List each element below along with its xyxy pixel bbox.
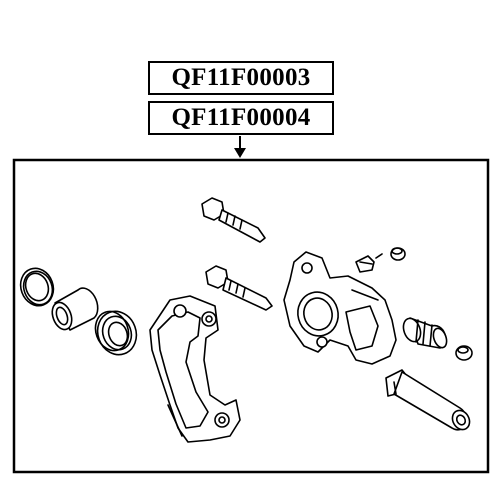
- caliper-mounting-bracket: [149, 295, 241, 443]
- small-plug: [455, 345, 473, 361]
- piston-seal: [94, 310, 138, 356]
- down-arrow-icon: [234, 136, 246, 158]
- guide-pin-bolt-upper: [201, 197, 266, 243]
- slide-pin: [385, 369, 471, 431]
- diagram-frame: [12, 158, 490, 474]
- bleeder-cap: [390, 247, 406, 261]
- bleeder-screw: [355, 253, 383, 273]
- guide-pin-boot: [402, 317, 448, 349]
- guide-pin-bolt-lower: [205, 265, 273, 311]
- caliper-piston: [51, 287, 99, 331]
- part-number-label-2: QF11F00004: [148, 101, 334, 135]
- dust-seal-ring: [19, 267, 55, 307]
- part-number-label-1: QF11F00003: [148, 61, 334, 95]
- caliper-housing: [283, 251, 397, 365]
